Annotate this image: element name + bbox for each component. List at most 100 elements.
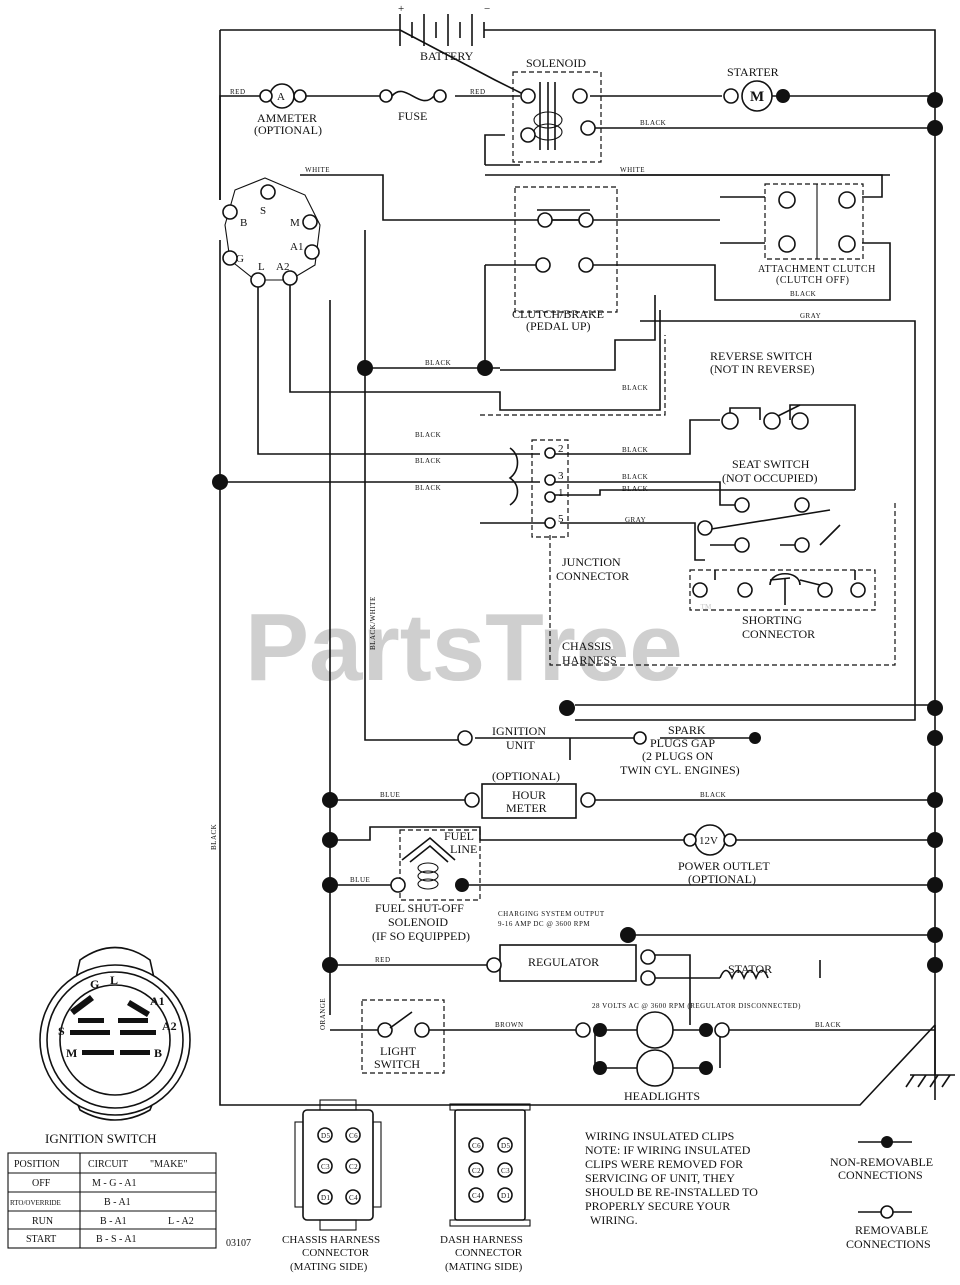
- legend-removable-2: CONNECTIONS: [846, 1237, 931, 1251]
- wire-gray-2: GRAY: [625, 516, 646, 524]
- ignition-switch-terminals: S M A1 A2 B G L: [222, 177, 321, 288]
- solenoid: SOLENOID: [520, 56, 596, 150]
- note-line: CLIPS WERE REMOVED FOR: [585, 1157, 743, 1171]
- hour-meter-label-1: HOUR: [512, 788, 546, 802]
- attachment-clutch: ATTACHMENT CLUTCH (CLUTCH OFF): [758, 184, 876, 286]
- legend-removable-1: REMOVABLE: [855, 1223, 928, 1237]
- ammeter: A AMMETER (OPTIONAL): [254, 83, 322, 137]
- ignition-switch-title: IGNITION SWITCH: [45, 1131, 157, 1146]
- pin-label: C6: [349, 1132, 358, 1140]
- wire-black-white: BLACK/WHITE: [369, 596, 377, 650]
- power-outlet: 12V POWER OUTLET (OPTIONAL): [678, 824, 770, 886]
- dash-connector-title-2: CONNECTOR: [455, 1247, 523, 1259]
- battery-label: BATTERY: [420, 49, 474, 63]
- wire-orange: ORANGE: [319, 998, 327, 1030]
- seat-switch-label: SEAT SWITCH: [732, 457, 810, 471]
- wire-black-5: BLACK: [415, 431, 441, 439]
- wire-labels: RED RED BLACK WHITE WHITE BLACK GRAY BLA…: [210, 88, 841, 1030]
- spark-label-4: TWIN CYL. ENGINES): [620, 763, 740, 777]
- attachment-clutch-sub: (CLUTCH OFF): [776, 275, 850, 286]
- attachment-clutch-outline: [764, 183, 864, 260]
- label-a1: A1: [290, 241, 303, 253]
- wire-blue-2: BLUE: [350, 876, 370, 884]
- wire-red-2: RED: [470, 88, 486, 96]
- legend-non-removable-2: CONNECTIONS: [838, 1168, 923, 1182]
- wire-white-1: WHITE: [305, 166, 330, 174]
- table-cell: B - A1: [100, 1216, 127, 1227]
- table-cell: B - S - A1: [96, 1234, 137, 1245]
- fuel-solenoid-label-1: FUEL SHUT-OFF: [375, 901, 464, 915]
- wire-black-7: BLACK: [415, 457, 441, 465]
- junction-connector: 2 3 1 5 JUNCTION CONNECTOR: [508, 443, 629, 583]
- note-line: WIRING INSULATED CLIPS: [585, 1129, 734, 1143]
- starter: STARTER M: [723, 65, 790, 112]
- pin-label: C3: [501, 1167, 510, 1175]
- charging-label-1: CHARGING SYSTEM OUTPUT: [498, 910, 605, 918]
- ignition-switch-diagram: G L A1 A2 S M B IGNITION SWITCH: [39, 946, 191, 1146]
- hour-meter: (OPTIONAL) HOUR METER: [464, 769, 596, 819]
- terminal-l: [250, 272, 266, 288]
- light-switch-label-2: SWITCH: [374, 1057, 420, 1071]
- terminal-b: [222, 204, 238, 220]
- junction-pin-3: 3: [558, 470, 564, 482]
- attachment-clutch-label: ATTACHMENT CLUTCH: [758, 264, 876, 275]
- wire-red-3: RED: [375, 956, 391, 964]
- pin-label: C4: [349, 1194, 358, 1202]
- wire-blue-1: BLUE: [380, 791, 400, 799]
- spark-label-1: SPARK: [668, 723, 706, 737]
- junction-outline: [531, 439, 569, 538]
- wire-black-4: BLACK: [622, 384, 648, 392]
- table-cell: START: [26, 1234, 56, 1245]
- solenoid-label: SOLENOID: [526, 56, 586, 70]
- ign-term-g: G: [90, 977, 99, 991]
- junction-pin-2: 2: [558, 443, 564, 455]
- table-cell: M - G - A1: [92, 1178, 136, 1189]
- pin-label: C6: [472, 1142, 481, 1150]
- pin-label: C4: [472, 1192, 481, 1200]
- starter-motor-icon: M: [750, 89, 764, 105]
- junction-pin-1: 1: [558, 487, 564, 499]
- light-switch: LIGHT SWITCH: [374, 1011, 430, 1071]
- ign-term-a1: A1: [150, 994, 165, 1008]
- pin-label: C3: [321, 1163, 330, 1171]
- fuel-solenoid-outline: [399, 829, 481, 901]
- label-b: B: [240, 217, 247, 229]
- dash-harness-connector: C6 D5 C2 C3 C4 D1 DASH HARNESS CONNECTOR…: [440, 1103, 531, 1273]
- hour-meter-optional: (OPTIONAL): [492, 769, 560, 783]
- ign-term-m: M: [66, 1046, 77, 1060]
- headlights-label: HEADLIGHTS: [624, 1089, 700, 1103]
- spark-label-3: (2 PLUGS ON: [642, 749, 714, 763]
- removable-icon: [880, 1205, 894, 1219]
- label-g: G: [236, 253, 244, 265]
- charging-label-2: 9-16 AMP DC @ 3600 RPM: [498, 920, 590, 928]
- wire-black-13: BLACK: [815, 1021, 841, 1029]
- label-s: S: [260, 205, 266, 217]
- spark-plug: SPARK PLUGS GAP (2 PLUGS ON TWIN CYL. EN…: [620, 723, 761, 777]
- battery-minus: −: [484, 3, 490, 15]
- seat-switch: SEAT SWITCH (NOT OCCUPIED): [697, 457, 817, 553]
- ignition-unit-label-1: IGNITION: [492, 724, 546, 738]
- ignition-table: POSITION CIRCUIT "MAKE" OFF M - G - A1 R…: [7, 1152, 251, 1249]
- fuel-shutoff-solenoid: FUEL LINE FUEL SHUT-OFF SOLENOID (IF SO …: [372, 829, 477, 943]
- regulator: CHARGING SYSTEM OUTPUT 9-16 AMP DC @ 360…: [486, 910, 801, 1010]
- wire-black-12: BLACK: [700, 791, 726, 799]
- starter-label: STARTER: [727, 65, 779, 79]
- clutch-brake-label: CLUTCH/BRAKE: [512, 307, 604, 321]
- fuel-line-label-1: FUEL: [444, 829, 474, 843]
- wire-black-8: BLACK: [622, 473, 648, 481]
- light-switch-label-1: LIGHT: [380, 1044, 417, 1058]
- label-m: M: [290, 217, 300, 229]
- ground-symbol: [905, 1025, 955, 1088]
- ignition-unit: IGNITION UNIT: [457, 724, 546, 752]
- chassis-label-2: HARNESS: [562, 653, 617, 667]
- dash-connector-title-3: (MATING SIDE): [445, 1261, 523, 1273]
- chassis-connector-title-1: CHASSIS HARNESS: [282, 1234, 380, 1246]
- chassis-harness-outline: [480, 335, 896, 666]
- power-outlet-sub: (OPTIONAL): [688, 872, 756, 886]
- shorting-connector: SHORTING CONNECTOR: [692, 572, 866, 641]
- terminal-a2: [282, 270, 298, 286]
- pin-label: C2: [472, 1167, 481, 1175]
- note-line: SERVICING OF UNIT, THEY: [585, 1171, 735, 1185]
- dash-connector-title-1: DASH HARNESS: [440, 1234, 523, 1246]
- table-cell: L - A2: [168, 1216, 194, 1227]
